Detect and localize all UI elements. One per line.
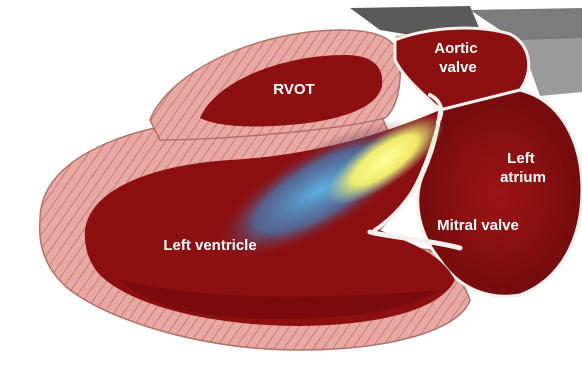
label-left-atrium-line-2: atrium	[500, 169, 546, 186]
label-aortic-valve-line-2: valve	[439, 59, 477, 76]
label-mitral-valve: Mitral valve	[437, 217, 519, 234]
label-aortic-valve-line-1: Aortic	[434, 40, 477, 57]
label-left-ventricle: Left ventricle	[163, 237, 256, 254]
label-rvot: RVOT	[273, 81, 314, 98]
label-left-atrium-line-1: Left	[507, 150, 535, 167]
